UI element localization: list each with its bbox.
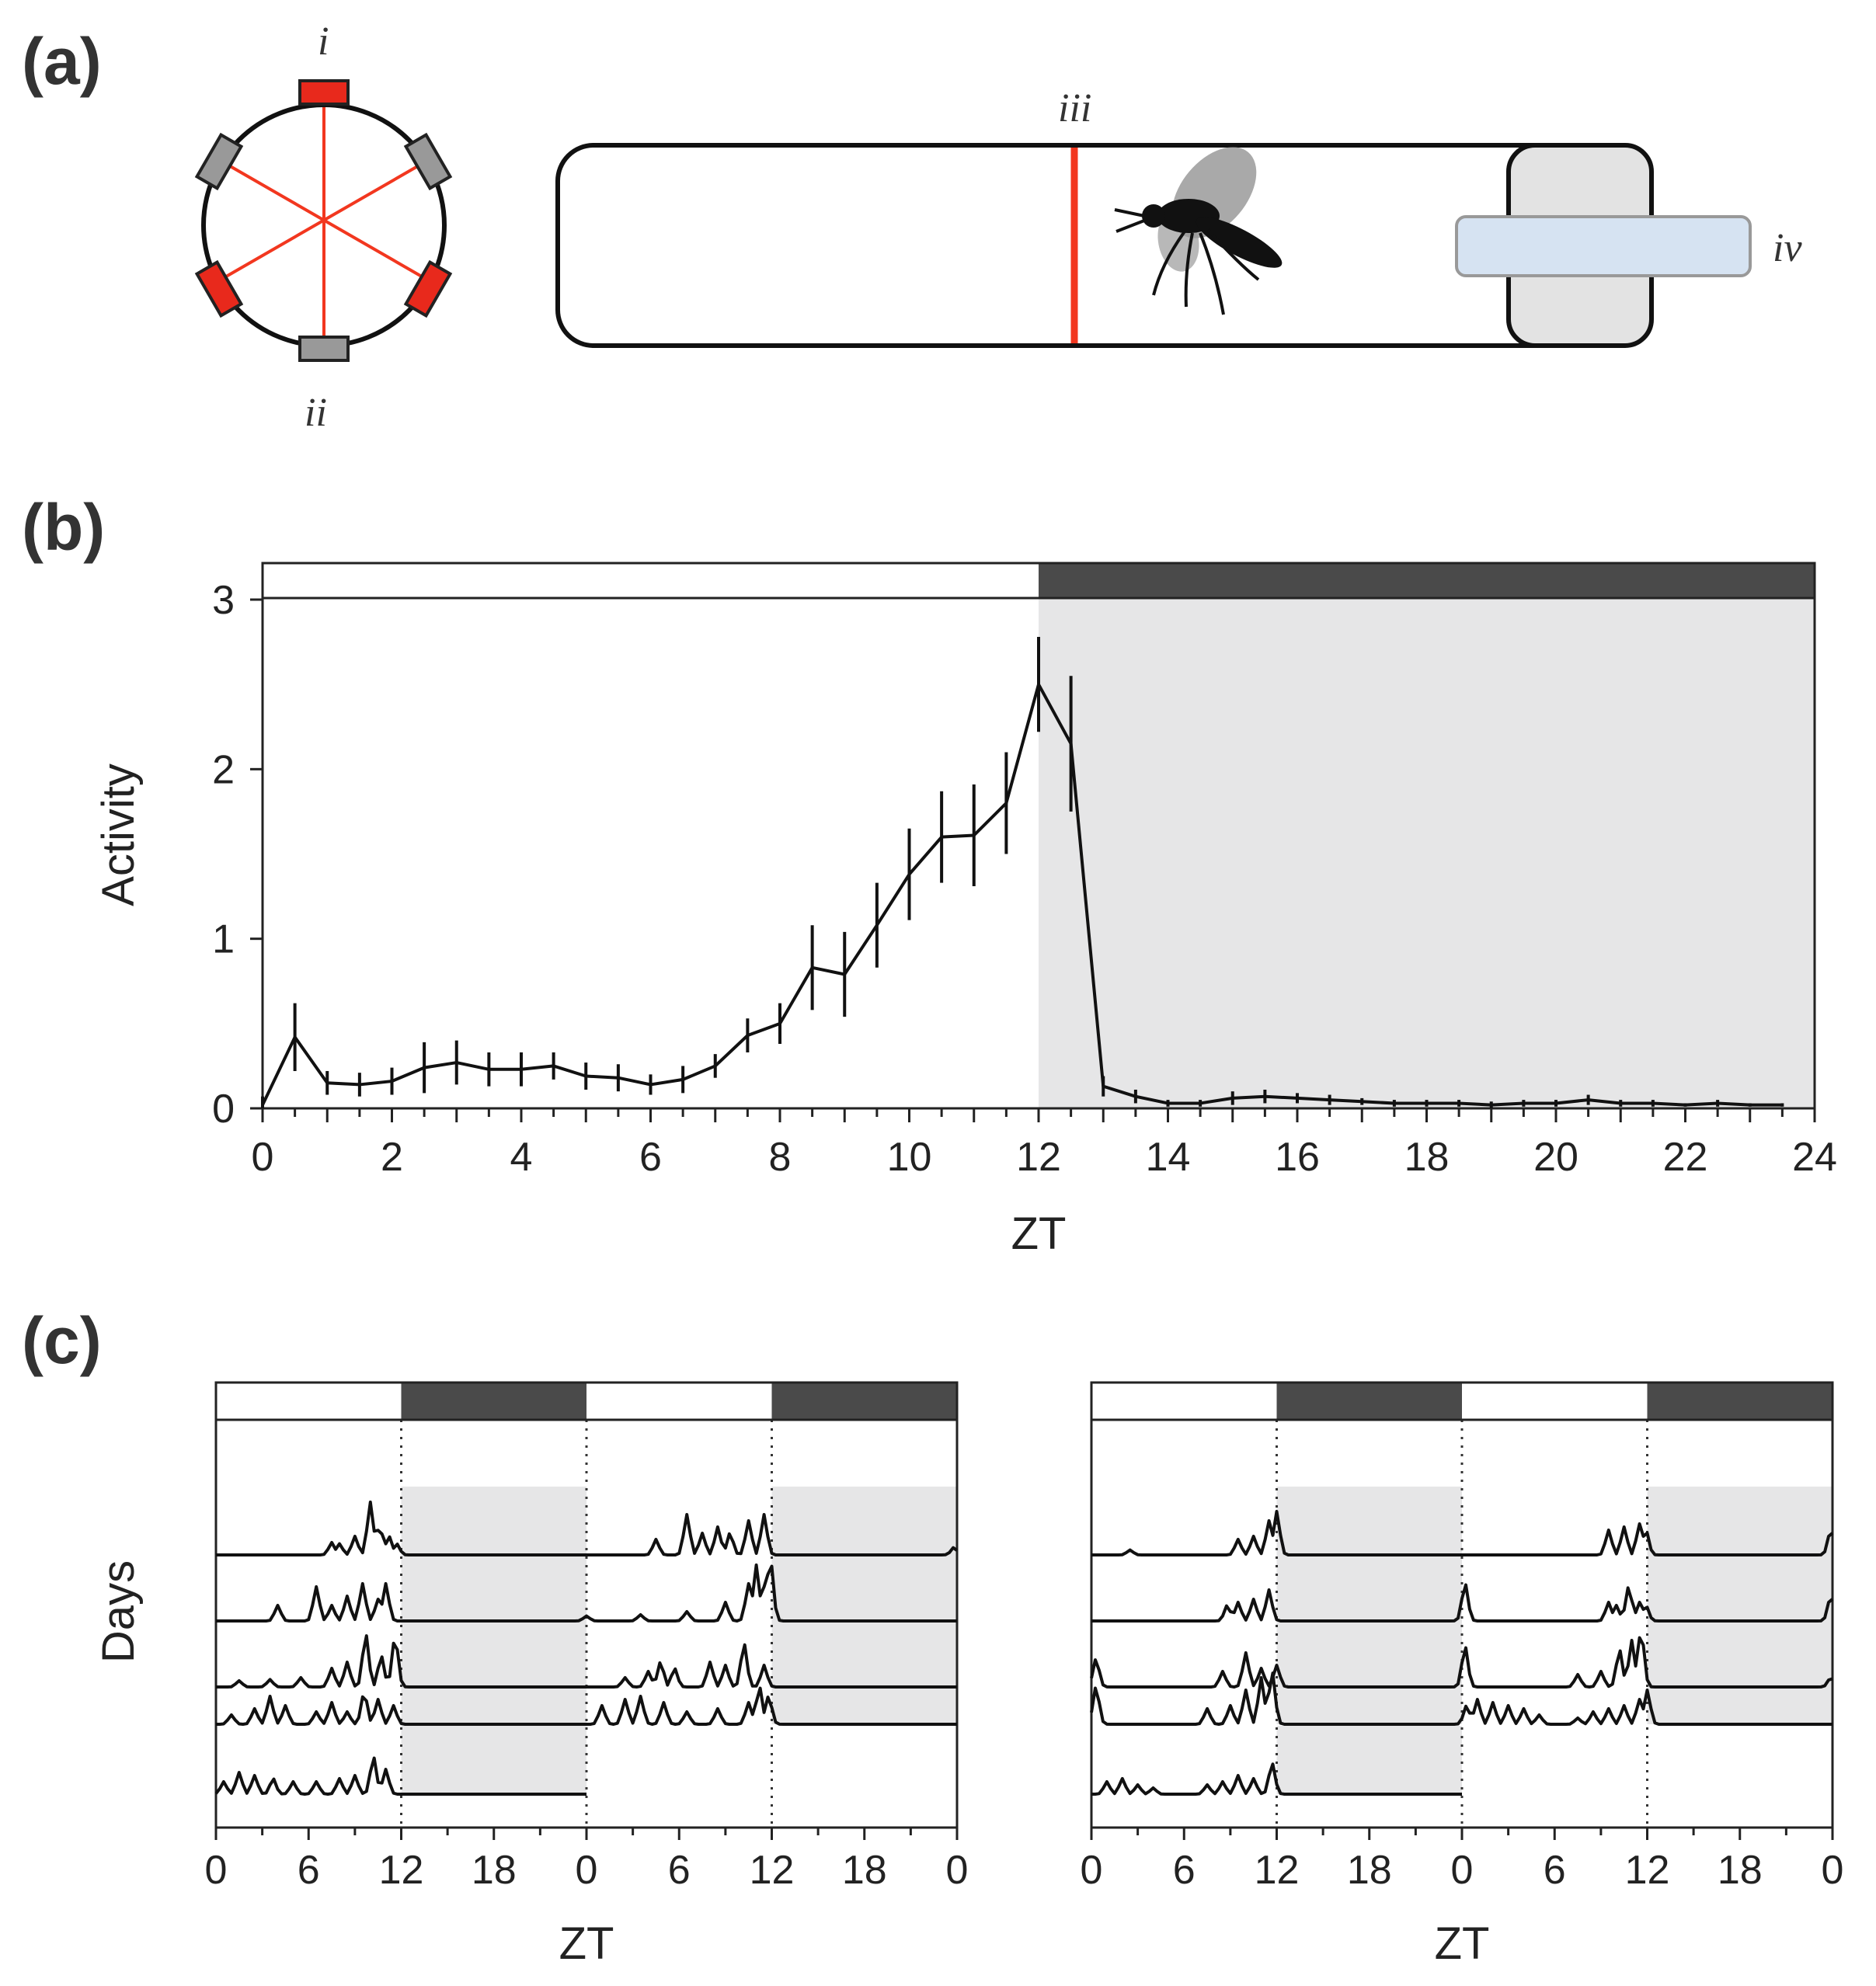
x-tick-label: 0 bbox=[946, 1848, 969, 1893]
night-shading bbox=[771, 1487, 957, 1555]
night-shading bbox=[1647, 1656, 1832, 1724]
night-shading bbox=[1276, 1726, 1462, 1794]
x-tick-label: 18 bbox=[1404, 1135, 1450, 1180]
ir-emitter bbox=[403, 259, 453, 318]
x-tick-label: 22 bbox=[1663, 1135, 1708, 1180]
x-tick-label: 6 bbox=[1544, 1848, 1566, 1893]
night-shading bbox=[401, 1487, 586, 1555]
x-tick-label: 6 bbox=[639, 1135, 662, 1180]
x-tick-label: 0 bbox=[1451, 1848, 1474, 1893]
actogram-left: 0 6 12 18 0 6 12 18 0ZT Days bbox=[93, 1381, 969, 1969]
food-vial bbox=[1455, 215, 1752, 277]
day-trace bbox=[1091, 1583, 1834, 1623]
x-tick-label: 6 bbox=[668, 1848, 691, 1893]
marker-ii: ii bbox=[305, 391, 327, 435]
marker-i: i bbox=[318, 19, 329, 64]
light-phase-bar bbox=[1462, 1383, 1648, 1420]
x-tick-label: 8 bbox=[769, 1135, 792, 1180]
day-trace bbox=[1090, 1671, 1832, 1726]
x-tick-label: 0 bbox=[205, 1848, 228, 1893]
dark-phase-bar bbox=[401, 1383, 586, 1420]
x-tick-label: 12 bbox=[379, 1848, 424, 1893]
x-tick-label: 18 bbox=[1718, 1848, 1763, 1893]
night-shading bbox=[401, 1656, 586, 1724]
night-shading bbox=[1039, 598, 1815, 1108]
x-tick-label: 18 bbox=[842, 1848, 887, 1893]
activity-line bbox=[261, 683, 1783, 1107]
y-tick-label: 3 bbox=[212, 578, 235, 623]
x-tick-label: 10 bbox=[887, 1135, 932, 1180]
marker-iii: iii bbox=[1058, 86, 1091, 130]
x-tick-label: 0 bbox=[252, 1135, 274, 1180]
x-tick-label: 6 bbox=[1173, 1848, 1196, 1893]
night-shading bbox=[1647, 1487, 1832, 1555]
light-phase-bar bbox=[1091, 1383, 1277, 1420]
night-shading bbox=[1276, 1656, 1462, 1724]
panel-label-b: (b) bbox=[22, 491, 105, 564]
x-axis-title: ZT bbox=[1011, 1209, 1067, 1259]
ir-emitter bbox=[298, 79, 350, 106]
mosquito-icon bbox=[1114, 147, 1283, 315]
activity-tube bbox=[555, 143, 1752, 348]
night-shading bbox=[401, 1726, 586, 1794]
actogram-right: 0 6 12 18 0 6 12 18 0ZT bbox=[1081, 1381, 1844, 1969]
dark-phase-bar bbox=[1276, 1383, 1462, 1420]
night-shading bbox=[401, 1553, 586, 1621]
y-axis-title: Days bbox=[93, 1560, 144, 1663]
day-trace bbox=[216, 1686, 957, 1726]
night-shading bbox=[1276, 1487, 1462, 1555]
dark-phase-bar bbox=[1039, 563, 1815, 598]
x-tick-label: 16 bbox=[1275, 1135, 1320, 1180]
ir-beams bbox=[211, 89, 437, 349]
y-axis-title: Activity bbox=[93, 763, 144, 906]
arena-diagram bbox=[194, 79, 453, 362]
ir-sensor bbox=[403, 132, 453, 191]
x-tick-label: 20 bbox=[1533, 1135, 1578, 1180]
x-tick-label: 24 bbox=[1792, 1135, 1837, 1180]
ir-beam bbox=[211, 154, 437, 287]
day-trace bbox=[1091, 1762, 1462, 1796]
day-trace bbox=[1090, 1636, 1833, 1689]
x-tick-label: 12 bbox=[1016, 1135, 1061, 1180]
dark-phase-bar bbox=[771, 1383, 957, 1420]
ir-emitter bbox=[194, 259, 244, 318]
y-tick-label: 0 bbox=[212, 1087, 235, 1132]
panel-label-c: (c) bbox=[22, 1304, 102, 1377]
x-tick-label: 12 bbox=[1625, 1848, 1670, 1893]
x-tick-label: 0 bbox=[1081, 1848, 1103, 1893]
day-trace bbox=[216, 1634, 957, 1689]
x-tick-label: 18 bbox=[1347, 1848, 1392, 1893]
day-trace bbox=[214, 1756, 586, 1796]
ir-sensor bbox=[298, 336, 350, 362]
night-shading bbox=[1647, 1553, 1832, 1621]
x-axis-title: ZT bbox=[559, 1918, 614, 1969]
panel-label-a: (a) bbox=[22, 25, 102, 98]
night-shading bbox=[771, 1553, 957, 1621]
x-tick-label: 2 bbox=[381, 1135, 403, 1180]
x-tick-label: 0 bbox=[1822, 1848, 1844, 1893]
x-tick-label: 4 bbox=[510, 1135, 533, 1180]
x-axis-title: ZT bbox=[1435, 1918, 1490, 1969]
light-phase-bar bbox=[216, 1383, 402, 1420]
y-tick-label: 1 bbox=[212, 917, 235, 962]
dark-phase-bar bbox=[1647, 1383, 1832, 1420]
day-trace bbox=[216, 1563, 957, 1623]
light-phase-bar bbox=[263, 563, 1039, 598]
x-tick-label: 14 bbox=[1146, 1135, 1191, 1180]
x-tick-label: 6 bbox=[298, 1848, 320, 1893]
night-shading bbox=[771, 1656, 957, 1724]
night-shading bbox=[1276, 1553, 1462, 1621]
x-tick-label: 18 bbox=[472, 1848, 517, 1893]
y-tick-label: 2 bbox=[212, 747, 235, 792]
day-trace bbox=[1091, 1510, 1834, 1556]
day-trace bbox=[216, 1501, 959, 1556]
x-tick-label: 12 bbox=[1255, 1848, 1300, 1893]
light-phase-bar bbox=[586, 1383, 772, 1420]
x-tick-label: 12 bbox=[750, 1848, 795, 1893]
x-tick-label: 0 bbox=[576, 1848, 598, 1893]
marker-iv: iv bbox=[1773, 226, 1802, 270]
ir-sensor bbox=[194, 132, 244, 191]
